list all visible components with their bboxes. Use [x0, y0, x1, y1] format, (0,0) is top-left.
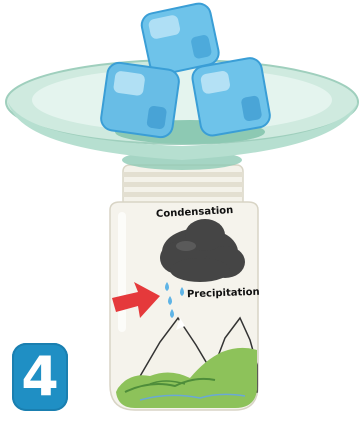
jar-neck — [123, 165, 243, 207]
step-badge: 4 — [12, 343, 68, 411]
step-number: 4 — [21, 350, 59, 404]
plate — [6, 60, 358, 170]
